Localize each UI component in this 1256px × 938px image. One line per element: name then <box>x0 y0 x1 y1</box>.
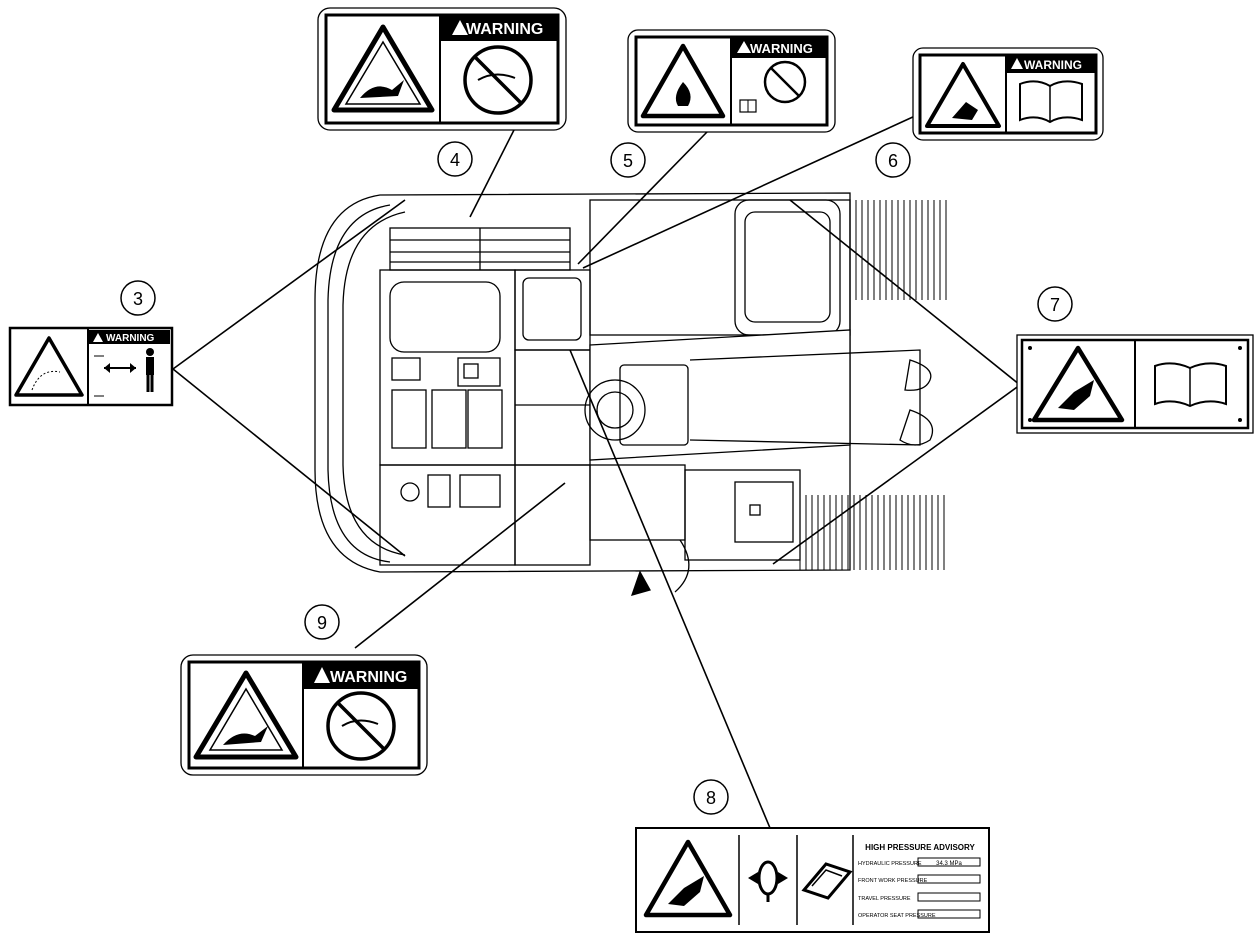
decal-3 <box>8 326 174 407</box>
crush-hazard-icon <box>331 24 435 113</box>
decal-8-title: HIGH PRESSURE ADVISORY <box>865 843 975 852</box>
decal-3-alert-icon <box>93 333 103 342</box>
decal-7 <box>1016 334 1254 434</box>
decal-8-row-3: TRAVEL PRESSURE <box>858 896 911 902</box>
keep-clear-icon <box>14 336 84 397</box>
svg-text:8: 8 <box>706 788 716 808</box>
decal-4 <box>317 7 567 131</box>
crush-hazard-icon <box>193 670 299 760</box>
decal-8-row-4: OPERATOR SEAT PRESSURE <box>858 913 936 919</box>
decal-9-warning-text: WARNING <box>330 669 407 686</box>
svg-text:3: 3 <box>133 289 143 309</box>
fluid-injection-icon <box>643 839 733 918</box>
svg-text:6: 6 <box>888 151 898 171</box>
decal-9 <box>180 654 428 776</box>
callout-9: 9 <box>304 604 340 640</box>
decal-6 <box>912 47 1104 141</box>
callout-4: 4 <box>437 141 473 177</box>
decal-8 <box>635 827 990 933</box>
decal-6-alert-icon <box>1011 58 1023 69</box>
decal-8-row-2: FRONT WORK PRESSURE <box>858 878 928 884</box>
fluid-injection-icon <box>1031 345 1125 423</box>
callout-6: 6 <box>875 142 911 178</box>
decal-9-alert-icon <box>314 667 330 683</box>
callout-3: 3 <box>120 280 156 316</box>
decal-4-alert-icon <box>452 20 468 35</box>
decal-6-warning-text: WARNING <box>1024 58 1082 72</box>
callout-8: 8 <box>693 779 729 815</box>
decal-3-warning-text: WARNING <box>106 333 155 344</box>
callout-5: 5 <box>610 142 646 178</box>
callout-7: 7 <box>1037 286 1073 322</box>
decal-8-value: 34.3 MPa <box>936 861 962 867</box>
no-touch-icon <box>463 45 533 115</box>
accumulator-icon <box>748 860 788 902</box>
no-touch-icon <box>326 691 396 761</box>
no-smoking-icon <box>763 60 807 104</box>
svg-text:7: 7 <box>1050 295 1060 315</box>
crush-hazard-icon <box>925 62 1001 128</box>
svg-text:4: 4 <box>450 150 460 170</box>
leader-lines <box>172 115 1021 829</box>
pressure-gauge-icon <box>801 862 853 900</box>
decal-5-alert-icon <box>737 41 751 53</box>
manual-book-icon <box>1019 80 1083 124</box>
manual-book-icon <box>739 99 757 113</box>
excavator-top-view <box>314 192 947 596</box>
svg-text:9: 9 <box>317 613 327 633</box>
decal-5 <box>627 29 836 133</box>
svg-text:5: 5 <box>623 151 633 171</box>
decal-5-warning-text: WARNING <box>750 41 813 56</box>
decal-4-warning-text: WARNING <box>466 21 543 38</box>
decal-8-row-1: HYDRAULIC PRESSURE <box>858 861 922 867</box>
manual-book-icon <box>1154 362 1227 408</box>
fire-hazard-icon <box>640 43 726 119</box>
person-distance-icon <box>94 348 154 397</box>
